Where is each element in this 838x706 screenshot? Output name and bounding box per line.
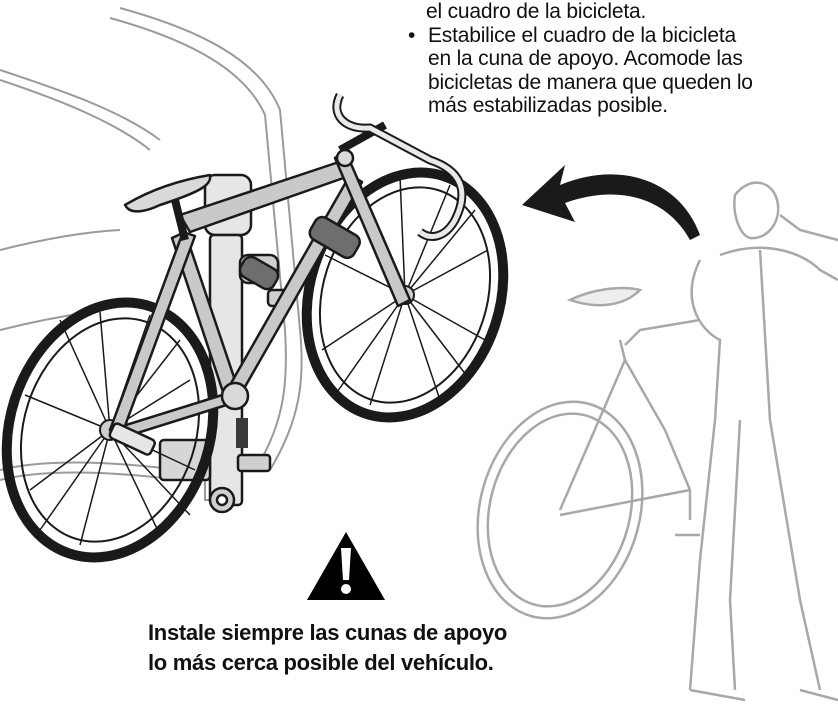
vehicle-outline	[0, 7, 303, 501]
bullet-icon: •	[408, 23, 416, 47]
person-holding-bike	[476, 181, 838, 702]
warning-line-1: Instale siempre las cunas de apoyo	[148, 620, 508, 645]
bullet-line: más estabilizadas posible.	[428, 94, 668, 117]
bike-frame	[108, 92, 467, 456]
bullet-line: bicicletas de manera que queden lo	[428, 70, 753, 94]
curved-arrow-left-icon	[522, 165, 700, 240]
bullet-line: en la cuna de apoyo. Acomode las	[428, 47, 743, 70]
instructions-bullet-item: • Estabilice el cuadro de la bicicleta e…	[406, 24, 832, 118]
bullet-line: Estabilice el cuadro de la bicicleta	[428, 23, 736, 47]
warning-line-2: lo más cerca posible del vehículo.	[148, 650, 494, 675]
warning-triangle-icon	[307, 532, 385, 600]
warning-message: Instale siempre las cunas de apoyo lo má…	[148, 618, 568, 678]
instructions-continued-line: el cuadro de la bicicleta.	[426, 0, 647, 23]
instructions-block: el cuadro de la bicicleta. • Estabilice …	[408, 0, 832, 118]
rack-brand-plate	[236, 418, 248, 448]
instructions-bullet-list: • Estabilice el cuadro de la bicicleta e…	[408, 24, 832, 118]
